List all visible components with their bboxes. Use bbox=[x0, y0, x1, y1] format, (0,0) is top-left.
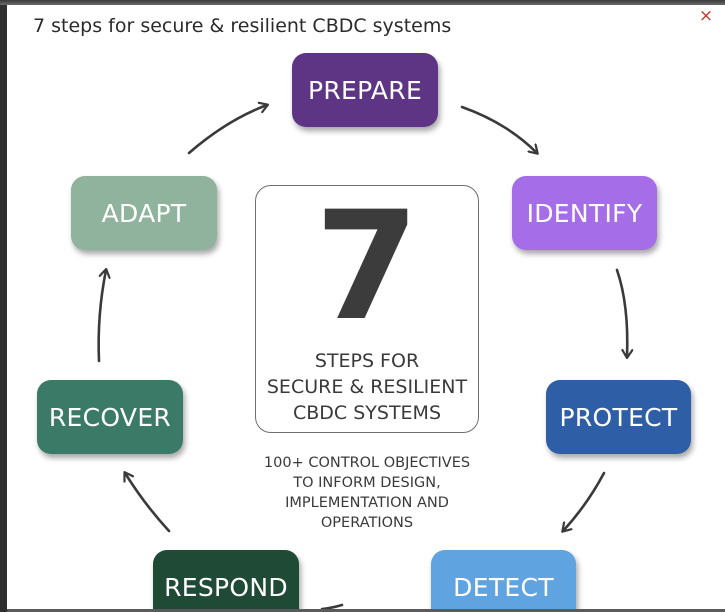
step-detect: DETECT bbox=[431, 550, 576, 609]
center-caption: STEPS FOR SECURE & RESILIENT CBDC SYSTEM… bbox=[256, 348, 478, 426]
step-protect-label: PROTECT bbox=[559, 402, 678, 432]
cycle-arrows bbox=[97, 5, 725, 609]
objectives-line: OPERATIONS bbox=[320, 515, 414, 531]
arrow-prepare-to-identify bbox=[460, 105, 537, 153]
step-respond-label: RESPOND bbox=[164, 572, 288, 602]
step-identify: IDENTIFY bbox=[512, 176, 657, 250]
step-prepare: PREPARE bbox=[292, 53, 438, 127]
step-identify-label: IDENTIFY bbox=[526, 198, 643, 228]
modal-title: 7 steps for secure & resilient CBDC syst… bbox=[33, 15, 452, 37]
window-left-edge bbox=[0, 5, 7, 612]
image-modal: PREPARE IDENTIFY PROTECT DETECT RESPOND … bbox=[7, 5, 725, 609]
arrow-adapt-to-prepare bbox=[187, 105, 267, 155]
arrow-respond-to-recover bbox=[125, 473, 171, 533]
cbdc-infographic: PREPARE IDENTIFY PROTECT DETECT RESPOND … bbox=[7, 5, 725, 609]
step-prepare-label: PREPARE bbox=[307, 75, 423, 105]
objectives-line: TO INFORM DESIGN, bbox=[293, 475, 441, 491]
caption-line: SECURE & RESILIENT bbox=[266, 376, 468, 398]
step-protect: PROTECT bbox=[546, 380, 691, 454]
arrow-identify-to-protect bbox=[615, 268, 627, 357]
caption-line: CBDC SYSTEMS bbox=[292, 402, 442, 424]
step-adapt-label: ADAPT bbox=[101, 198, 187, 228]
step-detect-label: DETECT bbox=[453, 572, 554, 602]
arrow-protect-to-detect bbox=[563, 471, 606, 531]
step-recover-label: RECOVER bbox=[48, 402, 172, 432]
objectives-line: 100+ CONTROL OBJECTIVES bbox=[263, 455, 471, 471]
arrow-detect-to-respond bbox=[320, 603, 344, 609]
center-summary-box: 7 STEPS FOR SECURE & RESILIENT CBDC SYST… bbox=[255, 185, 479, 433]
arrow-recover-to-adapt bbox=[97, 270, 106, 363]
control-objectives-text: 100+ CONTROL OBJECTIVES TO INFORM DESIGN… bbox=[237, 453, 497, 533]
step-recover: RECOVER bbox=[37, 380, 183, 454]
window-top-edge bbox=[0, 0, 725, 5]
objectives-line: IMPLEMENTATION AND bbox=[285, 495, 449, 511]
step-respond: RESPOND bbox=[153, 550, 299, 609]
step-adapt: ADAPT bbox=[71, 176, 217, 250]
steps-count: 7 bbox=[314, 180, 420, 354]
close-icon[interactable]: × bbox=[698, 6, 714, 26]
caption-line: STEPS FOR bbox=[314, 350, 420, 372]
